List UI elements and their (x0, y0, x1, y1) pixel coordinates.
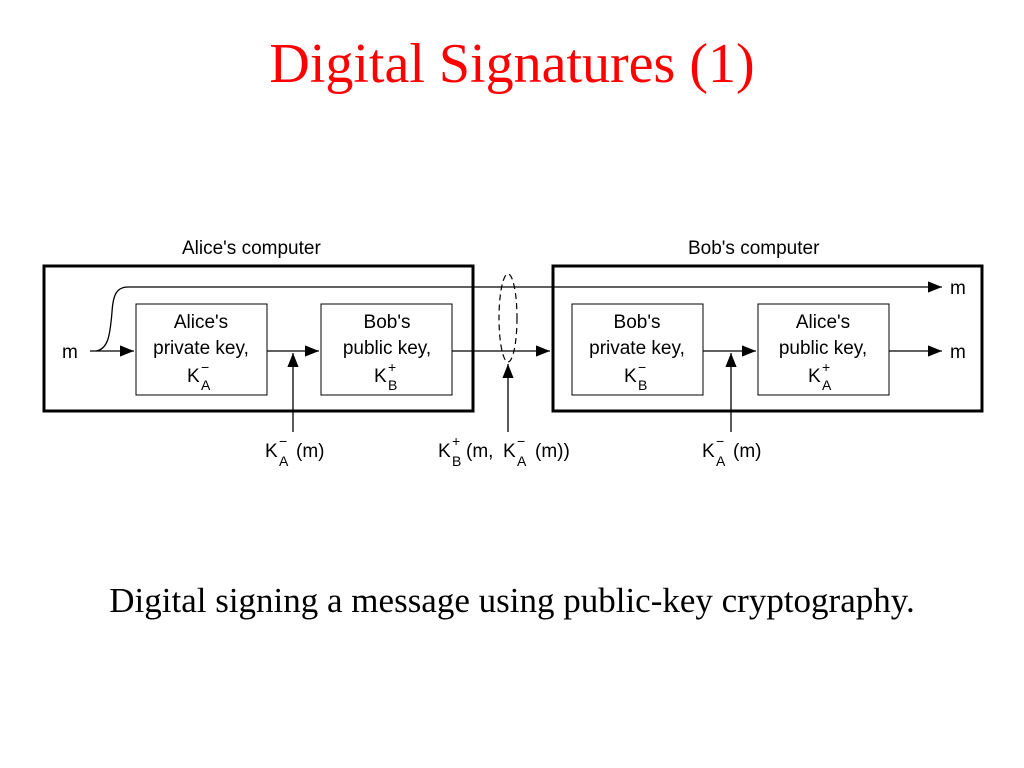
transmission-ellipse (498, 273, 518, 363)
annotation1-key: K (265, 441, 278, 462)
alice-computer-frame (42, 264, 475, 413)
annotation2-key-inner: K (503, 441, 516, 462)
annotation1-superscript: − (279, 433, 287, 449)
annotation1-subscript: A (279, 453, 289, 469)
box4-key-symbol: K (808, 366, 821, 387)
annotation3-argument: (m) (733, 441, 761, 462)
box4-line2: public key, (779, 338, 867, 359)
bob-public-key-box (320, 303, 453, 396)
box1-key-subscript: A (201, 377, 211, 393)
box2-line2: public key, (343, 338, 431, 359)
annotation1-argument: (m) (296, 441, 324, 462)
box2-key-superscript: + (388, 359, 396, 375)
slide-caption: Digital signing a message using public-k… (109, 581, 915, 620)
bob-computer-label: Bob's computer (688, 238, 820, 259)
bob-private-key-box (571, 303, 704, 396)
box3-line1: Bob's (614, 312, 661, 333)
box1-key-symbol: K (187, 366, 200, 387)
slide-title: Digital Signatures (1) (269, 33, 755, 95)
message-output-label: m (950, 342, 966, 363)
box1-line2: private key, (153, 338, 249, 359)
annotation2-superscript-outer: + (452, 433, 460, 449)
annotation2-subscript-outer: B (452, 453, 461, 469)
box4-key-subscript: A (822, 377, 832, 393)
annotation2-subscript-inner: A (517, 453, 527, 469)
box1-key-superscript: − (201, 359, 209, 375)
bypass-line (95, 281, 942, 352)
box2-line1: Bob's (364, 312, 411, 333)
annotation3-subscript: A (716, 453, 726, 469)
bob-computer-frame (551, 264, 984, 413)
box4-line1: Alice's (796, 312, 850, 333)
annotation2-middle: (m, (466, 441, 493, 462)
box3-key-symbol: K (624, 366, 637, 387)
alice-computer-label: Alice's computer (182, 238, 321, 259)
box1-line1: Alice's (174, 312, 228, 333)
box3-key-subscript: B (638, 377, 647, 393)
annotation3-key: K (702, 441, 715, 462)
alice-public-key-box (757, 303, 890, 396)
annotation2-key-outer: K (438, 441, 451, 462)
annotation3-superscript: − (716, 433, 724, 449)
annotation2-superscript-inner: − (517, 433, 525, 449)
alice-private-key-box (135, 303, 268, 396)
box3-line2: private key, (589, 338, 685, 359)
message-bypass-output-label: m (950, 278, 966, 299)
annotation2-argument: (m)) (535, 441, 570, 462)
box2-key-symbol: K (374, 366, 387, 387)
box3-key-superscript: − (638, 359, 646, 375)
message-input-label: m (62, 342, 78, 363)
box2-key-subscript: B (388, 377, 397, 393)
box4-key-superscript: + (822, 359, 830, 375)
